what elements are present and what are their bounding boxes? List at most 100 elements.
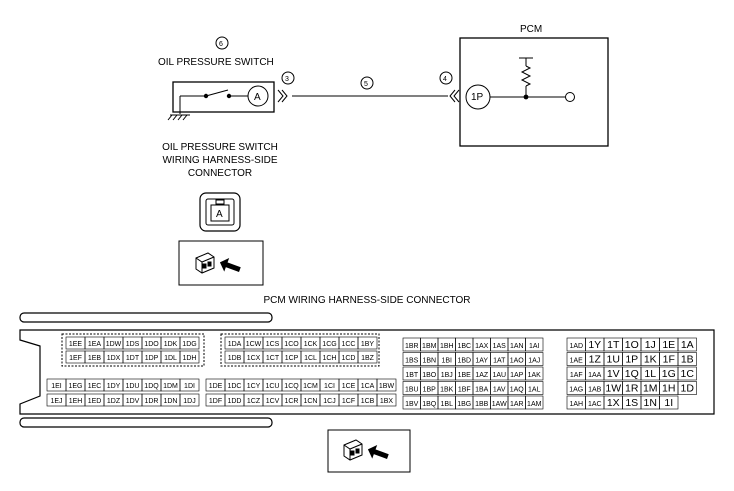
- pin-label: 1CT: [266, 355, 280, 362]
- pin-label: 1CR: [284, 398, 298, 405]
- pcm-terminal-label: 1P: [471, 92, 484, 103]
- pin-label: 1AD: [569, 343, 583, 350]
- pin-label: 1CJ: [323, 398, 335, 405]
- pin-label: 1CO: [284, 341, 299, 348]
- pin-label: 1AS: [493, 343, 507, 350]
- pin-label: 1BE: [458, 372, 472, 379]
- view-icon-bottom: [327, 429, 411, 473]
- pin-label: 1CS: [266, 341, 280, 348]
- pin-label: 1DM: [163, 383, 178, 390]
- pin-label: 1N: [644, 397, 657, 409]
- pin-label: 1CP: [285, 355, 299, 362]
- pin-label: 1CE: [342, 383, 356, 390]
- pin-label: 1O: [625, 339, 639, 351]
- pin-label: 1DG: [182, 341, 196, 348]
- pin-label: 1CU: [265, 383, 279, 390]
- pin-cell: [659, 395, 679, 410]
- pin-label: 1H: [662, 383, 675, 395]
- pin-label: 1BX: [380, 398, 394, 405]
- pin-label: 1T: [607, 339, 620, 351]
- harness-connector-latch: [215, 199, 225, 205]
- marker-4-circle: [439, 71, 453, 85]
- pin-label: 1CX: [247, 355, 261, 362]
- pin-label: 1CF: [342, 398, 355, 405]
- connector-4-chevron-a: [449, 89, 456, 103]
- pin-label: 1DY: [107, 383, 121, 390]
- pin-label: 1BL: [441, 401, 454, 408]
- pin-label: 1M: [643, 383, 658, 395]
- pin-label: 1DD: [227, 398, 241, 405]
- pcm-label: PCM: [520, 24, 542, 35]
- pin-label: 1BR: [405, 343, 419, 350]
- pin-label: 1CM: [303, 383, 318, 390]
- pin-cell: [525, 395, 544, 410]
- pin-label: 1E: [662, 339, 675, 351]
- pin-label: 1EB: [88, 355, 102, 362]
- pin-label: 1Y: [588, 339, 601, 351]
- pin-label: 1BS: [405, 358, 419, 365]
- pin-label: 1CN: [303, 398, 317, 405]
- pin-label: 1CG: [322, 341, 336, 348]
- pin-cell: [677, 352, 697, 366]
- pin-label: 1EG: [68, 383, 82, 390]
- marker-6-circle: [215, 36, 229, 50]
- pin-label: 1DL: [164, 355, 177, 362]
- pin-label: 1F: [663, 354, 675, 366]
- switch-contact-dot-right: [226, 93, 232, 99]
- pin-label: 1CI: [324, 383, 335, 390]
- pin-cell: [525, 381, 544, 395]
- switch-contact-dot-left: [203, 93, 209, 99]
- pin-label: 1AR: [510, 401, 524, 408]
- harness-caption-line2: WIRING HARNESS-SIDE: [162, 155, 277, 166]
- pin-label: 1BM: [422, 343, 437, 350]
- pin-label: 1DE: [209, 383, 223, 390]
- pin-label: 1DO: [144, 341, 159, 348]
- pin-label: 1DH: [182, 355, 196, 362]
- pin-label: 1CH: [322, 355, 336, 362]
- pin-label: 1AE: [570, 358, 584, 365]
- pin-cell: [677, 337, 697, 352]
- pcm-connector-lock-blocks: [61, 333, 380, 367]
- pcm-connector-title: PCM WIRING HARNESS-SIDE CONNECTOR: [263, 295, 470, 306]
- pin-label: 1DX: [107, 355, 121, 362]
- pin-cell: [677, 366, 697, 381]
- pin-label: 1EE: [69, 341, 83, 348]
- pin-label: 1AL: [528, 387, 541, 394]
- pin-label: 1BK: [440, 387, 454, 394]
- pin-label: 1CD: [341, 355, 355, 362]
- pin-label: 1DN: [163, 398, 177, 405]
- pin-label: 1BZ: [361, 355, 375, 362]
- pcm-connector-shell: [19, 312, 715, 428]
- pin-cell: [376, 378, 397, 392]
- pin-label: 1U: [607, 354, 620, 366]
- pin-label: 1BN: [422, 358, 436, 365]
- pin-label: 1AJ: [528, 358, 540, 365]
- pin-label: 1DR: [144, 398, 158, 405]
- pin-cell: [179, 336, 200, 350]
- pin-label: 1BQ: [422, 401, 437, 408]
- pin-label: 1AT: [493, 358, 506, 365]
- pcm-output-terminal-icon: [565, 92, 575, 102]
- pin-label: 1ED: [88, 398, 102, 405]
- pin-label: 1G: [662, 368, 676, 380]
- pin-label: 1BP: [423, 387, 437, 394]
- pin-label: 1DP: [145, 355, 159, 362]
- marker-6-label: 6: [219, 41, 223, 48]
- pin-label: 1CZ: [247, 398, 261, 405]
- pin-label: 1AX: [475, 343, 489, 350]
- pin-label: 1BD: [457, 358, 471, 365]
- pin-label: 1DA: [228, 341, 242, 348]
- oil-pressure-switch-label: OIL PRESSURE SWITCH: [158, 57, 274, 68]
- pin-label: 1CV: [266, 398, 280, 405]
- pin-label: 1BU: [405, 387, 419, 394]
- harness-caption-line3: CONNECTOR: [188, 168, 252, 179]
- pin-label: 1BT: [405, 372, 419, 379]
- pin-label: 1DC: [227, 383, 241, 390]
- pin-label: 1R: [625, 383, 639, 395]
- pin-label: 1DT: [126, 355, 140, 362]
- pin-label: 1BA: [475, 387, 489, 394]
- pin-label: 1AI: [529, 343, 540, 350]
- pin-label: 1EH: [69, 398, 83, 405]
- pin-label: 1EC: [88, 383, 102, 390]
